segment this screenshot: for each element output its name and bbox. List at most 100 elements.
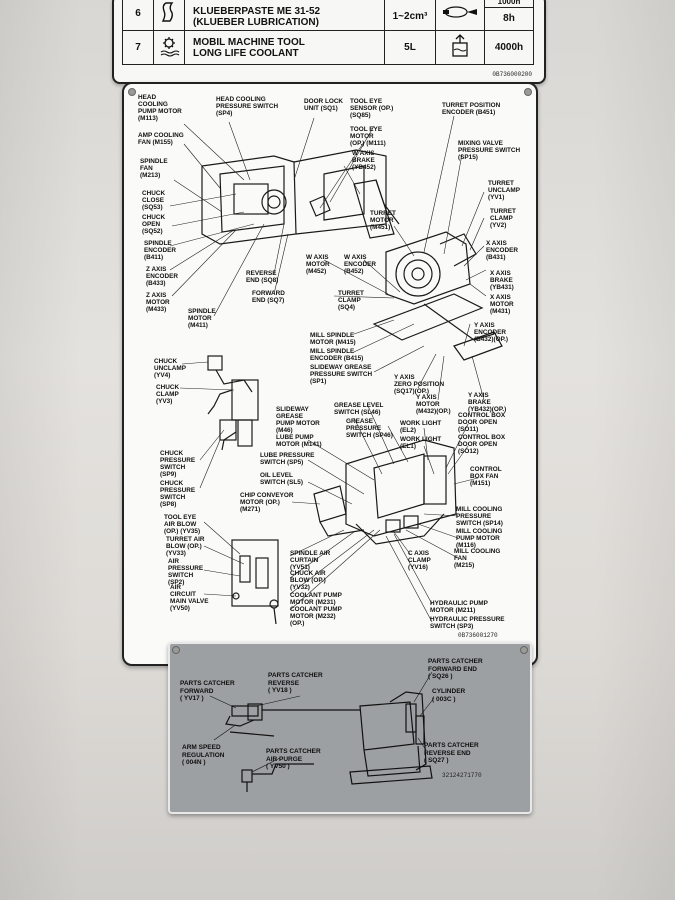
label-y-axis-motor: Y AXIS MOTOR (M432)(OP.): [416, 394, 451, 415]
label-forward-end: FORWARD END (SQ7): [252, 290, 285, 304]
interval-value: 8h: [503, 13, 515, 24]
label-air-pressure-switch: AIR PRESSURE SWITCH (SP2): [168, 558, 204, 586]
grease-tube-icon: [153, 0, 185, 31]
label-parts-catcher-forward: PARTS CATCHER FORWARD ( YV17 ): [180, 680, 235, 702]
lubrication-table-plate: 6 KLUEBERPASTE ME 31-52 (KLUEBER LUBRICA…: [112, 0, 546, 84]
table-row: 7 MOBIL MACHINE TOOL LONG LIFE COOLANT 5…: [122, 30, 534, 65]
quantity: 5L: [384, 30, 436, 65]
label-door-lock: DOOR LOCK UNIT (SQ1): [304, 98, 344, 112]
interval-top: 1000h: [485, 0, 533, 8]
label-arm-speed-regulation: ARM SPEED REGULATION ( 004N ): [182, 744, 225, 766]
label-turret-air-blow: TURRET AIR BLOW (OP.) (YV33): [166, 536, 205, 557]
label-control-box-door-so12: CONTROL BOX DOOR OPEN (SO12): [458, 434, 506, 455]
label-mill-cooling-fan: MILL COOLING FAN (M215): [454, 548, 501, 569]
label-chip-conveyor: CHIP CONVEYOR MOTOR (OP.) (M271): [240, 492, 294, 513]
label-chuck-unclamp: CHUCK UNCLAMP (YV4): [154, 358, 186, 379]
label-work-light-el1: WORK LIGHT (EL1): [400, 436, 442, 450]
label-turret-unclamp: TURRET UNCLAMP (YV1): [488, 180, 520, 201]
label-parts-catcher-forward-end: PARTS CATCHER FORWARD END ( SQ26 ): [428, 658, 483, 680]
label-turret-position-encoder: TURRET POSITION ENCODER (B451): [442, 102, 501, 116]
interval-value: 4000h: [484, 30, 534, 65]
machine-drawing: [169, 115, 503, 625]
label-amp-cooling: AMP COOLING FAN (M155): [138, 132, 184, 146]
part-code: 32124271770: [442, 772, 482, 779]
label-tool-eye-air: TOOL EYE AIR BLOW (OP.) (YV35): [164, 514, 201, 535]
screw: [520, 646, 528, 654]
screw: [524, 88, 532, 96]
label-y-axis-encoder: Y AXIS ENCODER (B432)(OP.): [474, 322, 508, 343]
label-chuck-air-blow: CHUCK AIR BLOW (OP.) (YV32): [290, 570, 326, 591]
label-lube-pump-motor: LUBE PUMP MOTOR (M141): [276, 434, 322, 448]
row-number: 6: [122, 0, 154, 31]
interval: 1000h 8h: [484, 0, 534, 31]
part-code: 0B736000200: [492, 71, 532, 78]
label-y-axis-brake: Y AXIS BRAKE (YB432)(OP.): [468, 392, 507, 413]
label-head-cooling-pressure: HEAD COOLING PRESSURE SWITCH (SP4): [216, 96, 279, 117]
label-spindle-motor: SPINDLE MOTOR (M411): [188, 308, 216, 329]
coolant-tank-icon: [435, 30, 485, 65]
label-w-axis-brake: W AXIS BRAKE (YB452): [352, 150, 376, 171]
label-slideway-grease-ps: SLIDEWAY GREASE PRESSURE SWITCH (SP1): [310, 364, 373, 385]
label-w-axis-encoder: W AXIS ENCODER (B452): [344, 254, 376, 275]
label-chuck-open: CHUCK OPEN (SQ52): [142, 214, 166, 235]
label-air-circuit: AIR CIRCUIT MAIN VALVE (YV50): [170, 584, 209, 612]
label-w-axis-motor: W AXIS MOTOR (M452): [306, 254, 330, 275]
lubricant-name: KLUEBERPASTE ME 31-52 (KLUEBER LUBRICATI…: [184, 0, 385, 31]
lubricant-name-line: MOBIL MACHINE TOOL: [193, 36, 305, 48]
table-row: 6 KLUEBERPASTE ME 31-52 (KLUEBER LUBRICA…: [122, 0, 534, 31]
label-x-axis-motor: X AXIS MOTOR (M431): [490, 294, 514, 315]
label-tool-eye-sensor: TOOL EYE SENSOR (OP.) (SQ85): [350, 98, 394, 119]
parts-catcher-drawing: [209, 671, 435, 792]
label-parts-catcher-air-purge: PARTS CATCHER AIR PURGE ( YV50 ): [266, 748, 321, 770]
label-y-axis-zero: Y AXIS ZERO POSITION (SQ17)(OP.): [394, 374, 445, 395]
label-mill-cooling-pump: MILL COOLING PUMP MOTOR (M116): [456, 528, 503, 549]
label-grease-pressure: GREASE PRESSURE SWITCH (SP46): [346, 418, 393, 439]
part-code: 0B736001270: [458, 632, 498, 639]
label-slideway-grease-pump: SLIDEWAY GREASE PUMP MOTOR (M46): [276, 406, 320, 434]
screw: [172, 646, 180, 654]
label-turret-clamp-yv2: TURRET CLAMP (YV2): [490, 208, 516, 229]
label-spindle-fan: SPINDLE FAN (M213): [140, 158, 168, 179]
label-mill-cooling-ps: MILL COOLING PRESSURE SWITCH (SP14): [456, 506, 503, 527]
label-spindle-air-curtain: SPINDLE AIR CURTAIN (YV51): [290, 550, 331, 571]
quantity: 1~2cm³: [384, 0, 436, 31]
label-work-light-el2: WORK LIGHT (EL2): [400, 420, 442, 434]
label-turret-motor: TURRET MOTOR (M451): [370, 210, 396, 231]
component-diagram-plate: HEAD COOLING PUMP MOTOR (M113) HEAD COOL…: [122, 82, 538, 666]
screw: [128, 88, 136, 96]
lubricant-name: MOBIL MACHINE TOOL LONG LIFE COOLANT: [184, 30, 385, 65]
label-mixing-valve: MIXING VALVE PRESSURE SWITCH (SP15): [458, 140, 521, 161]
coolant-icon: [153, 30, 185, 65]
label-cylinder: CYLINDER ( 003C ): [432, 688, 466, 703]
label-z-axis-motor: Z AXIS MOTOR (M433): [146, 292, 170, 313]
label-head-cooling-pump: HEAD COOLING PUMP MOTOR (M113): [138, 94, 182, 122]
parts-catcher-plate: PARTS CATCHER FORWARD ( YV17 ) PARTS CAT…: [168, 642, 532, 814]
label-grease-level: GREASE LEVEL SWITCH (SL46): [334, 402, 384, 416]
label-coolant-m232: COOLANT PUMP MOTOR (M232) (OP.): [290, 606, 342, 627]
label-parts-catcher-reverse-end: PARTS CATCHER REVERSE END ( SQ27 ): [424, 742, 479, 764]
label-oil-level: OIL LEVEL SWITCH (SL5): [260, 472, 303, 486]
label-c-axis-clamp: C AXIS CLAMP (YV16): [408, 550, 431, 571]
label-coolant-m231: COOLANT PUMP MOTOR (M231): [290, 592, 342, 606]
label-hydraulic-pressure: HYDRAULIC PRESSURE SWITCH (SP3): [430, 616, 505, 630]
label-z-axis-encoder: Z AXIS ENCODER (B433): [146, 266, 178, 287]
lubricant-name-line: KLUEBERPASTE ME 31-52: [193, 5, 321, 17]
lubricant-name-line: (KLUEBER LUBRICATION): [193, 16, 319, 28]
label-mill-spindle-encoder: MILL SPINDLE ENCODER (B415): [310, 348, 364, 362]
label-chuck-close: CHUCK CLOSE (SQ53): [142, 190, 166, 211]
lubricant-name-line: LONG LIFE COOLANT: [193, 47, 299, 59]
label-chuck-ps-sp8: CHUCK PRESSURE SWITCH (SP8): [160, 480, 196, 508]
label-tool-eye-motor: TOOL EYE MOTOR (OP.) (M111): [350, 126, 386, 147]
label-x-axis-encoder: X AXIS ENCODER (B431): [486, 240, 518, 261]
label-spindle-encoder: SPINDLE ENCODER (B411): [144, 240, 176, 261]
label-lube-pressure: LUBE PRESSURE SWITCH (SP5): [260, 452, 315, 466]
label-control-box-fan: CONTROL BOX FAN (M151): [470, 466, 502, 487]
label-x-axis-brake: X AXIS BRAKE (YB431): [490, 270, 514, 291]
grease-gun-icon: [435, 0, 485, 31]
label-turret-clamp-sq4: TURRET CLAMP (SQ4): [338, 290, 364, 311]
label-hydraulic-pump: HYDRAULIC PUMP MOTOR (M211): [430, 600, 488, 614]
label-chuck-ps-sp9: CHUCK PRESSURE SWITCH (SP9): [160, 450, 196, 478]
label-reverse-end: REVERSE END (SQ8): [246, 270, 279, 284]
label-parts-catcher-reverse: PARTS CATCHER REVERSE ( YV18 ): [268, 672, 323, 694]
lubrication-table: 6 KLUEBERPASTE ME 31-52 (KLUEBER LUBRICA…: [122, 0, 534, 65]
